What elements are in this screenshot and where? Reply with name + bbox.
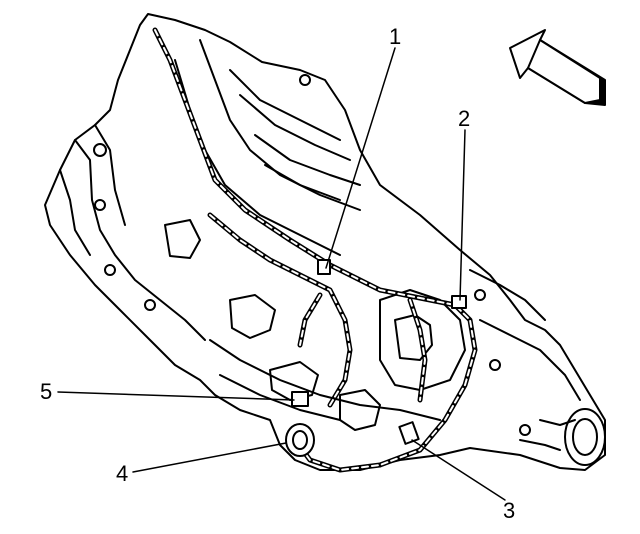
transmission-housing bbox=[44, 13, 606, 471]
leader-line-2 bbox=[459, 129, 466, 301]
callout-4: 4 bbox=[116, 461, 129, 486]
connector-2 bbox=[451, 295, 467, 309]
callout-2: 2 bbox=[458, 106, 471, 131]
wiring-harness-inner bbox=[154, 29, 476, 471]
leader-line-3 bbox=[411, 439, 506, 501]
callout-3: 3 bbox=[503, 498, 516, 523]
connector-4 bbox=[285, 423, 315, 457]
connector-5 bbox=[291, 391, 309, 407]
callout-5: 5 bbox=[40, 379, 53, 404]
leader-line-4 bbox=[132, 442, 287, 473]
connector-3 bbox=[398, 421, 420, 445]
callout-1: 1 bbox=[389, 24, 402, 49]
forward-arrow-icon bbox=[509, 29, 606, 106]
leader-lines bbox=[57, 47, 506, 501]
leader-line-5 bbox=[57, 391, 295, 401]
leader-line-1 bbox=[325, 47, 396, 269]
wiring-harness bbox=[152, 27, 478, 473]
